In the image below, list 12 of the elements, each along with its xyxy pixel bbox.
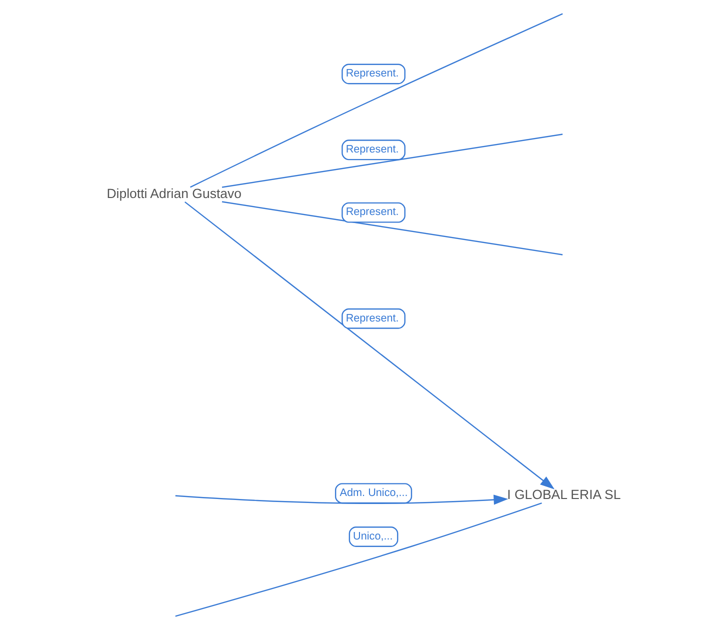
- connector: [221, 134, 562, 188]
- edge-label: Represent.: [345, 68, 398, 80]
- node-text: Diplotti Adrian Gustavo: [106, 186, 241, 201]
- node-text: I GLOBAL ERIA SL: [506, 487, 620, 502]
- arrow: [174, 494, 508, 505]
- edge-label: Represent.: [345, 312, 398, 324]
- edge-label: Represent.: [345, 144, 398, 156]
- edge-label: Adm. Unico,...: [339, 487, 408, 499]
- edge-label: Unico,...: [352, 530, 392, 542]
- connector: [190, 13, 562, 188]
- connector: [174, 502, 542, 617]
- edge-label: Represent.: [345, 206, 398, 218]
